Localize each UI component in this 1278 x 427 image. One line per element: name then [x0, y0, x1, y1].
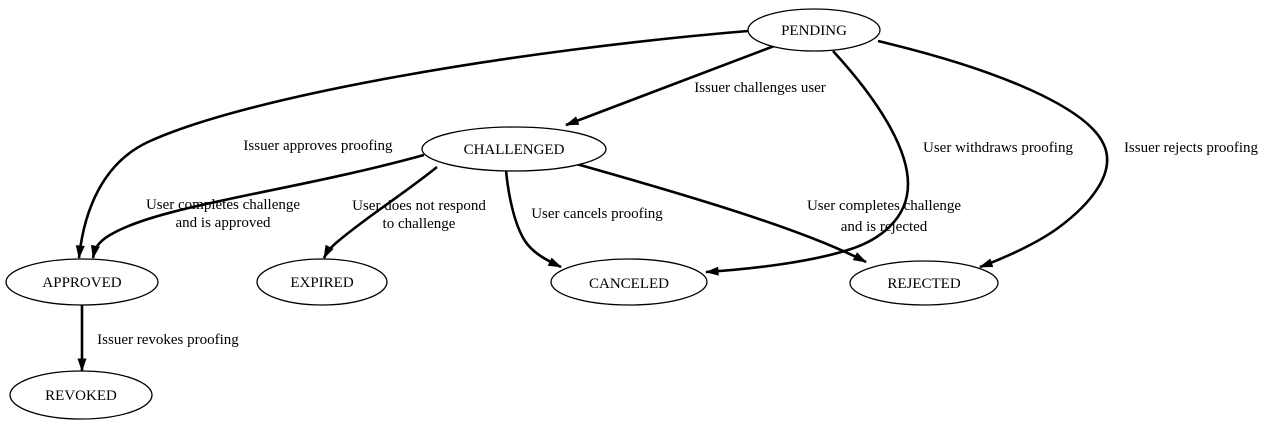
node-revoked: REVOKED	[9, 370, 153, 420]
edge-pending-challenged-path	[565, 41, 783, 127]
node-canceled-ellipse	[550, 258, 708, 306]
edge-pending-rejected-path	[877, 39, 1109, 269]
edge-label-issuer-approves-proofing: Issuer approves proofing	[243, 138, 393, 154]
node-rejected: REJECTED	[849, 260, 999, 306]
edge-label-user-does-not-respond-line2: to challenge	[383, 216, 456, 232]
edge-label-user-cancels-proofing: User cancels proofing	[531, 206, 663, 222]
edge-challenged-expired-path	[322, 165, 438, 259]
edge-challenged-canceled: User cancels proofing	[504, 169, 663, 269]
node-rejected-ellipse	[849, 260, 999, 306]
node-expired-ellipse	[256, 258, 388, 306]
node-approved-label: APPROVED	[42, 275, 121, 291]
node-expired-label: EXPIRED	[290, 275, 354, 291]
edge-challenged-approved-path	[91, 153, 425, 259]
edge-label-user-completes-challenge-approved-line1: User completes challenge	[146, 197, 300, 213]
node-pending-ellipse	[747, 8, 881, 52]
node-challenged-ellipse	[421, 126, 607, 172]
node-canceled: CANCELED	[550, 258, 708, 306]
edge-approved-revoked: Issuer revokes proofing	[77, 305, 239, 372]
node-revoked-label: REVOKED	[45, 388, 117, 404]
edge-pending-rejected: Issuer rejects proofing	[877, 39, 1259, 269]
edge-label-issuer-rejects-proofing: Issuer rejects proofing	[1124, 140, 1259, 156]
edge-pending-approved-path	[75, 29, 749, 259]
node-challenged-label: CHALLENGED	[464, 142, 565, 158]
edge-pending-canceled-path	[705, 50, 910, 276]
edge-challenged-rejected: User completes challenge and is rejected	[572, 161, 961, 264]
node-revoked-ellipse	[9, 370, 153, 420]
edge-challenged-rejected-path	[572, 161, 867, 264]
edge-pending-approved: Issuer approves proofing	[75, 29, 749, 259]
edge-label-user-completes-challenge-approved-line2: and is approved	[176, 215, 271, 231]
node-approved: APPROVED	[5, 258, 159, 306]
edge-label-issuer-challenges-user: Issuer challenges user	[694, 80, 826, 96]
node-approved-ellipse	[5, 258, 159, 306]
node-pending-label: PENDING	[781, 23, 847, 39]
edge-pending-challenged: Issuer challenges user	[565, 41, 826, 127]
node-pending: PENDING	[747, 8, 881, 52]
edge-label-user-completes-challenge-rejected-line2: and is rejected	[841, 219, 928, 235]
edge-label-user-completes-challenge-rejected-line1: User completes challenge	[807, 198, 961, 214]
edge-label-user-does-not-respond-line1: User does not respond	[352, 198, 486, 214]
edge-challenged-approved: User completes challenge and is approved	[91, 153, 425, 259]
node-expired: EXPIRED	[256, 258, 388, 306]
edge-challenged-canceled-path	[504, 169, 562, 269]
node-rejected-label: REJECTED	[887, 276, 960, 292]
node-canceled-label: CANCELED	[589, 276, 669, 292]
edge-pending-canceled: User withdraws proofing	[705, 50, 1073, 276]
node-challenged: CHALLENGED	[421, 126, 607, 172]
edge-challenged-expired: User does not respond to challenge	[322, 165, 486, 259]
edge-label-user-withdraws-proofing: User withdraws proofing	[923, 140, 1073, 156]
edge-label-issuer-revokes-proofing: Issuer revokes proofing	[97, 332, 239, 348]
